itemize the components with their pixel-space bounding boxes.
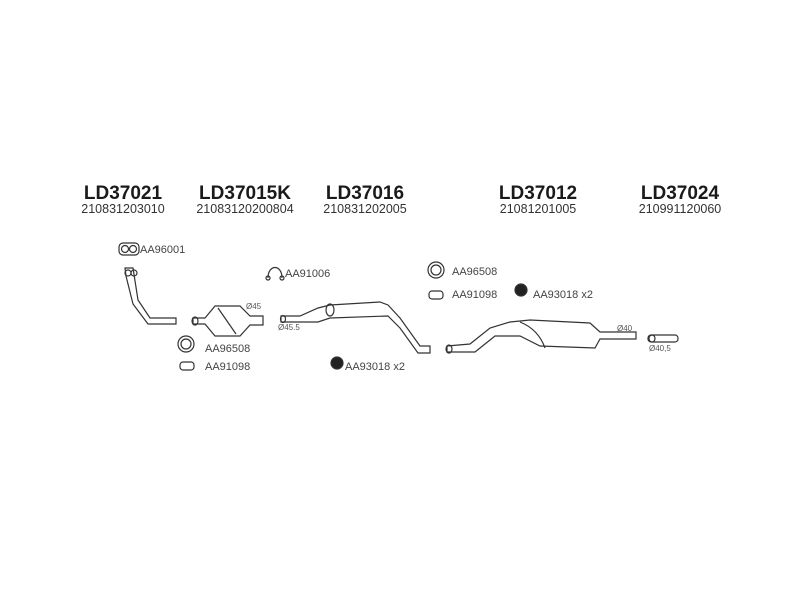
ring-icon <box>177 335 195 353</box>
part-number: 210991120060 <box>638 202 722 216</box>
diameter-label: Ø45.5 <box>278 323 300 332</box>
clamp-label: AA91098 <box>452 289 498 301</box>
tailpipe <box>647 334 679 343</box>
mount-icon <box>330 356 344 370</box>
clamp-icon <box>265 266 285 281</box>
part-code: LD37016 <box>325 183 405 204</box>
clamp-icon <box>179 361 195 371</box>
clamp-icon <box>428 290 444 300</box>
mount-icon <box>514 283 528 297</box>
catalytic-converter <box>191 305 264 337</box>
ring-label: AA96508 <box>205 343 251 355</box>
ring-label: AA96508 <box>452 266 498 278</box>
clamp-label: AA91006 <box>285 268 331 280</box>
middle-silencer <box>279 301 431 354</box>
mount-label: AA93018 x2 <box>345 361 405 373</box>
ring-icon <box>427 261 445 279</box>
diameter-label: Ø40,5 <box>649 344 671 353</box>
diameter-label: Ø45 <box>246 302 262 311</box>
part-code: LD37021 <box>83 183 163 204</box>
part-number: 210831203010 <box>81 202 165 216</box>
part-number: 21083120200804 <box>196 202 294 216</box>
part-code: LD37012 <box>498 183 578 204</box>
part-number: 210831202005 <box>323 202 407 216</box>
mount-label: AA93018 x2 <box>533 289 593 301</box>
front-pipe <box>124 267 177 325</box>
part-code: LD37024 <box>640 183 720 204</box>
gasket-label: AA96001 <box>140 244 186 256</box>
gasket-icon <box>118 242 140 256</box>
clamp-label: AA91098 <box>205 361 251 373</box>
part-code: LD37015K <box>199 183 291 204</box>
rear-silencer <box>445 319 637 354</box>
part-number: 21081201005 <box>499 202 577 216</box>
diameter-label: Ø40 <box>617 324 633 333</box>
